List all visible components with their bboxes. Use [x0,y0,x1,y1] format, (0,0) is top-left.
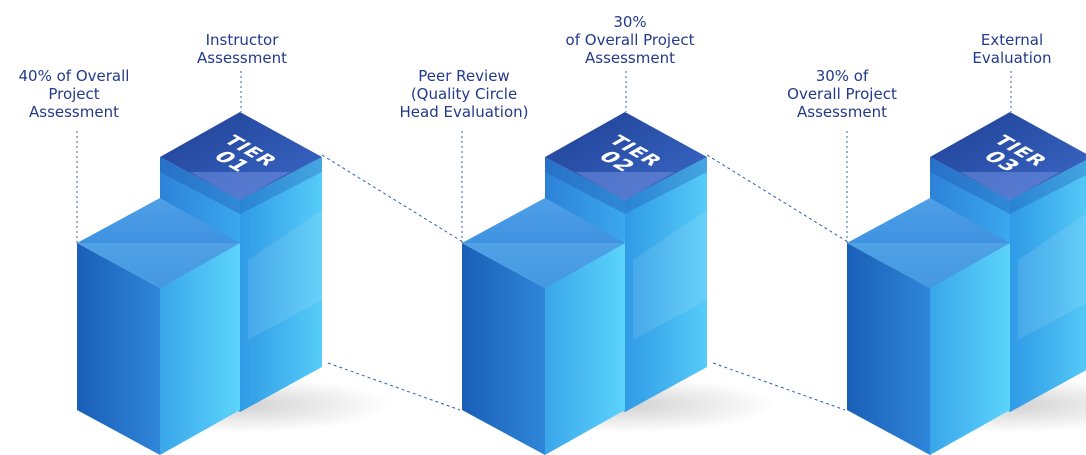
tier-1-top-highlight [190,172,290,200]
tier-2-glare [633,210,707,340]
tier-3-back-right-face [1010,160,1086,412]
tier-1-front-left-face [77,243,160,455]
tier-2-front-right-face [545,243,625,455]
tier2-front-label: Peer Review (Quality Circle Head Evaluat… [382,67,546,121]
tier2-front-label-line2: (Quality Circle [410,85,518,103]
guide-lines [321,154,849,411]
tier1-front-label: 40% of Overall Project Assessment [4,67,144,121]
tier1-back-label-line1: Instructor [205,31,279,49]
tier2-back-label-line1: 30% [613,13,647,31]
tier3-front-label-line2: Overall Project [787,85,897,103]
tier1-back-label-line2: Assessment [197,49,287,67]
tier2-back-label-line2: of Overall Project [565,31,695,49]
tier3-front-label-line1: 30% of [815,67,869,85]
tier2-back-label-line3: Assessment [585,49,675,67]
tier-1-top-face [160,112,322,200]
tier-1-front-top-glass [77,243,240,288]
tier1-back-label: Instructor Assessment [172,31,312,67]
tier-3-band-left [930,157,1010,214]
tier1-front-label-line2: Project [48,85,100,103]
tier-2-back-right-face [625,157,707,412]
tier1-front-label-line1: 40% of Overall [18,67,130,85]
tier-3-front-right-face [930,243,1010,455]
tier2-front-label-line1: Peer Review [418,67,510,85]
tier-3-front-top-face [847,198,1010,288]
tier-3-front-left-face [847,243,930,455]
tier-2-band-right [625,157,707,214]
tier-2-front-top-glass [462,243,625,288]
tier3-front-label: 30% of Overall Project Assessment [767,67,917,121]
tier-1-band-right [240,157,322,214]
tier3-front-label-line3: Assessment [797,103,887,121]
tier2-back-label: 30% of Overall Project Assessment [540,13,720,67]
tier-1-band-left [160,157,240,214]
tier-1-front-top-face [77,198,240,288]
connector-line-4 [712,362,846,411]
tier-3-front-top-glass [847,243,1010,288]
tier1-front-label-line3: Assessment [29,103,119,121]
tier2-front-label-line3: Head Evaluation) [399,103,529,121]
connector-line-1 [321,154,464,243]
tier-2-band-left [545,157,625,214]
tier-2-front-left-face [462,243,545,455]
tier-2-front-top-face [462,198,625,288]
connector-line-3 [706,154,849,243]
tier-3-band-right [1010,160,1086,214]
connector-line-2 [327,362,461,411]
tier3-back-label: External Evaluation [952,31,1072,67]
tier3-back-label-line2: Evaluation [972,49,1052,67]
tier3-back-label-line1: External [980,31,1044,49]
tier-1-front-right-face [160,243,240,455]
tier-3-top-highlight [960,172,1060,200]
tier-1-glare [248,210,322,340]
tier-3-glare [1018,214,1086,340]
tier-2-top-face [545,112,707,200]
tier-1-back-right-face [240,157,322,412]
tier-2-top-highlight [575,172,675,200]
